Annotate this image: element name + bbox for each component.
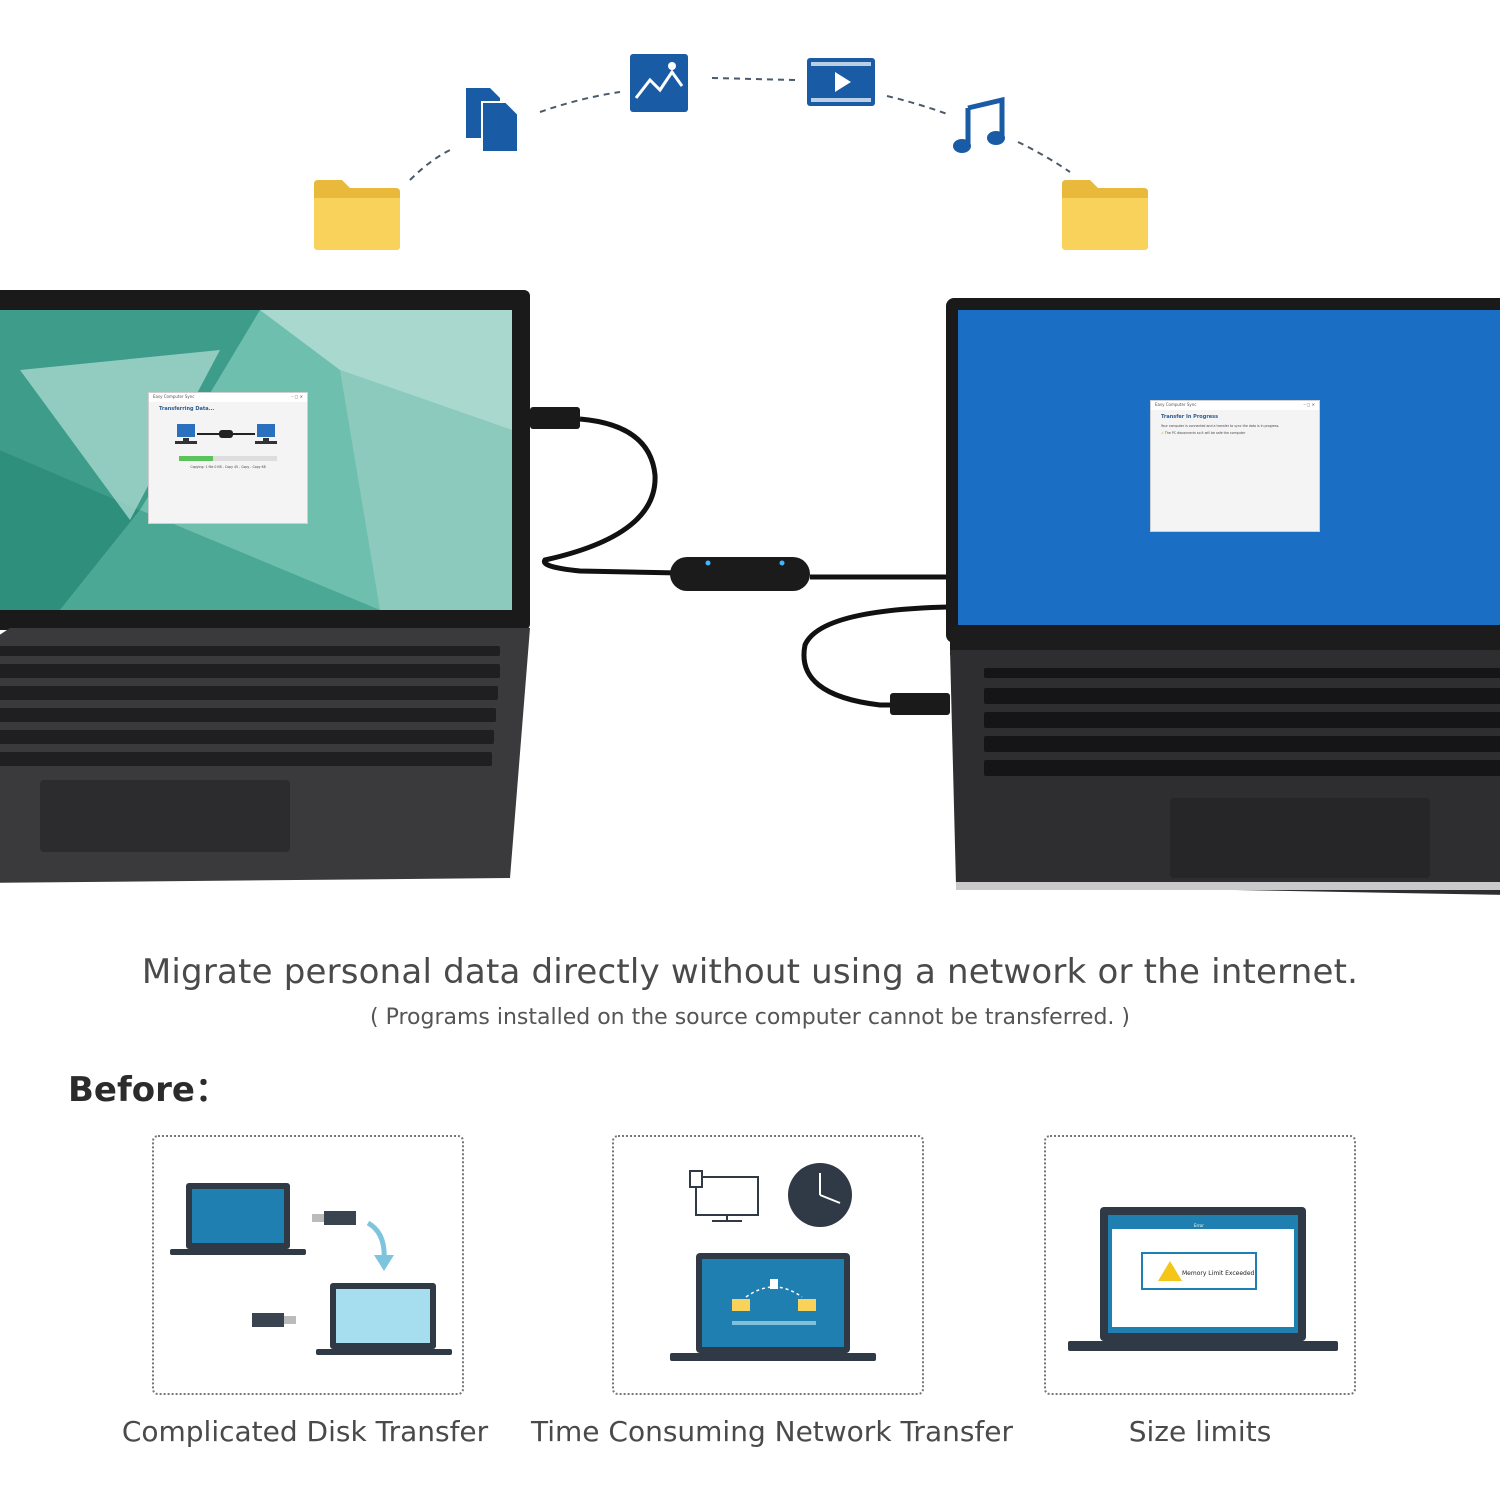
computers-connected-icon bbox=[175, 424, 277, 444]
window-controls[interactable]: – ▢ ✕ bbox=[291, 394, 303, 399]
left-laptop-screen: Easy Computer Sync – ▢ ✕ Transferring Dat… bbox=[0, 310, 512, 610]
dialog-title: Easy Computer Sync bbox=[153, 394, 195, 399]
folder-icon bbox=[1062, 180, 1148, 250]
caption-size-limits: Size limits bbox=[1128, 1415, 1272, 1448]
right-keyboard bbox=[950, 650, 1500, 895]
card-disk-transfer bbox=[152, 1135, 464, 1395]
dialog-heading: Transfer In Progress bbox=[1161, 414, 1219, 420]
warning-icon: ⚠ bbox=[1161, 431, 1164, 435]
note: ( Programs installed on the source compu… bbox=[370, 1005, 1130, 1030]
left-keyboard bbox=[0, 628, 530, 883]
transfer-status: Copying: 1 file 0 KB - Copy 45 - Copy - … bbox=[190, 465, 266, 469]
memory-error-text: Memory Limit Exceeded bbox=[1182, 1270, 1255, 1277]
card-network-transfer bbox=[612, 1135, 924, 1395]
documents-icon bbox=[466, 88, 519, 153]
headline: Migrate personal data directly without u… bbox=[141, 952, 1359, 992]
progress-dialog: Easy Computer Sync – ▢ ✕ Transfer In Prog… bbox=[1150, 400, 1320, 532]
window-controls[interactable]: – ▢ ✕ bbox=[1303, 402, 1315, 407]
dialog-heading: Transferring Data... bbox=[159, 406, 215, 412]
transfer-arc bbox=[409, 77, 1071, 181]
image-icon bbox=[630, 54, 688, 112]
folder-icon bbox=[314, 180, 400, 250]
disk-transfer-illustration bbox=[170, 1183, 452, 1355]
network-transfer-illustration bbox=[670, 1163, 876, 1361]
music-icon bbox=[953, 96, 1005, 153]
progress-fill bbox=[179, 456, 214, 461]
transfer-dialog: Easy Computer Sync – ▢ ✕ Transferring Dat… bbox=[148, 392, 308, 524]
before-label: Before： bbox=[68, 1070, 229, 1110]
card-size-limits: Memory Limit Exceeded Error bbox=[1044, 1135, 1356, 1395]
progress-bar bbox=[179, 456, 277, 461]
caption-disk-transfer: Complicated Disk Transfer bbox=[121, 1415, 489, 1448]
dialog-warning: ⚠ The PC disconnects so it will be safe … bbox=[1161, 431, 1246, 435]
video-icon bbox=[807, 58, 875, 106]
size-limits-illustration bbox=[1068, 1207, 1338, 1351]
right-laptop-screen: Easy Computer Sync – ▢ ✕ Transfer In Prog… bbox=[958, 310, 1500, 625]
transfer-cable bbox=[530, 407, 950, 715]
dialog-message: Your computer is connected and a transfe… bbox=[1161, 424, 1280, 428]
error-window-title: Error bbox=[1194, 1223, 1204, 1228]
dialog-title: Easy Computer Sync bbox=[1155, 402, 1197, 407]
caption-network-transfer: Time Consuming Network Transfer bbox=[530, 1415, 1014, 1448]
